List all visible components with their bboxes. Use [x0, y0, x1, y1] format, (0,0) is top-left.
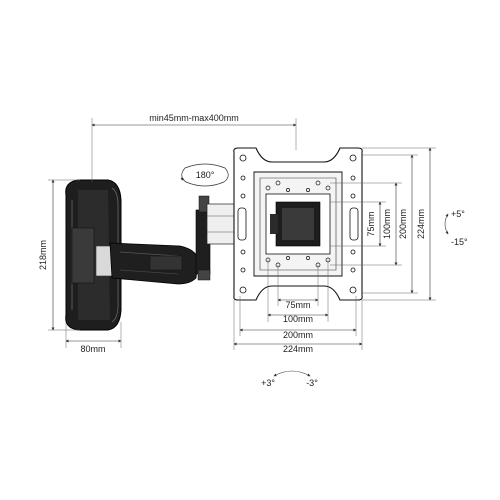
- tilt-arc: [444, 213, 449, 235]
- wall-width-label: 80mm: [80, 344, 105, 354]
- plate-224-width-label: 224mm: [283, 344, 313, 354]
- vesa-75-width-label: 75mm: [285, 300, 310, 310]
- tilt-up-label: +5°: [451, 209, 465, 219]
- level-plus-label: +3°: [261, 378, 275, 388]
- vesa-200-width-label: 200mm: [283, 330, 313, 340]
- level-arc: [273, 370, 311, 377]
- articulating-arm: [95, 195, 238, 285]
- vesa-75-height-label: 75mm: [366, 211, 376, 236]
- vesa-200-height-label: 200mm: [398, 209, 408, 239]
- wall-plate: [65, 179, 122, 331]
- reach-label: min45mm-max400mm: [149, 113, 239, 123]
- plate-224-height-label: 224mm: [416, 209, 426, 239]
- wall-height-label: 218mm: [38, 240, 48, 270]
- vesa-100-height-label: 100mm: [382, 209, 392, 239]
- level-minus-label: -3°: [306, 378, 318, 388]
- vesa-100-width-label: 100mm: [283, 314, 313, 324]
- dimension-lines: min45mm-max400mm 180° 218mm 80mm 75mm 10…: [38, 113, 468, 388]
- tilt-down-label: -15°: [451, 237, 468, 247]
- tv-mounting-plate: [233, 147, 363, 301]
- rotation-label: 180°: [196, 170, 215, 180]
